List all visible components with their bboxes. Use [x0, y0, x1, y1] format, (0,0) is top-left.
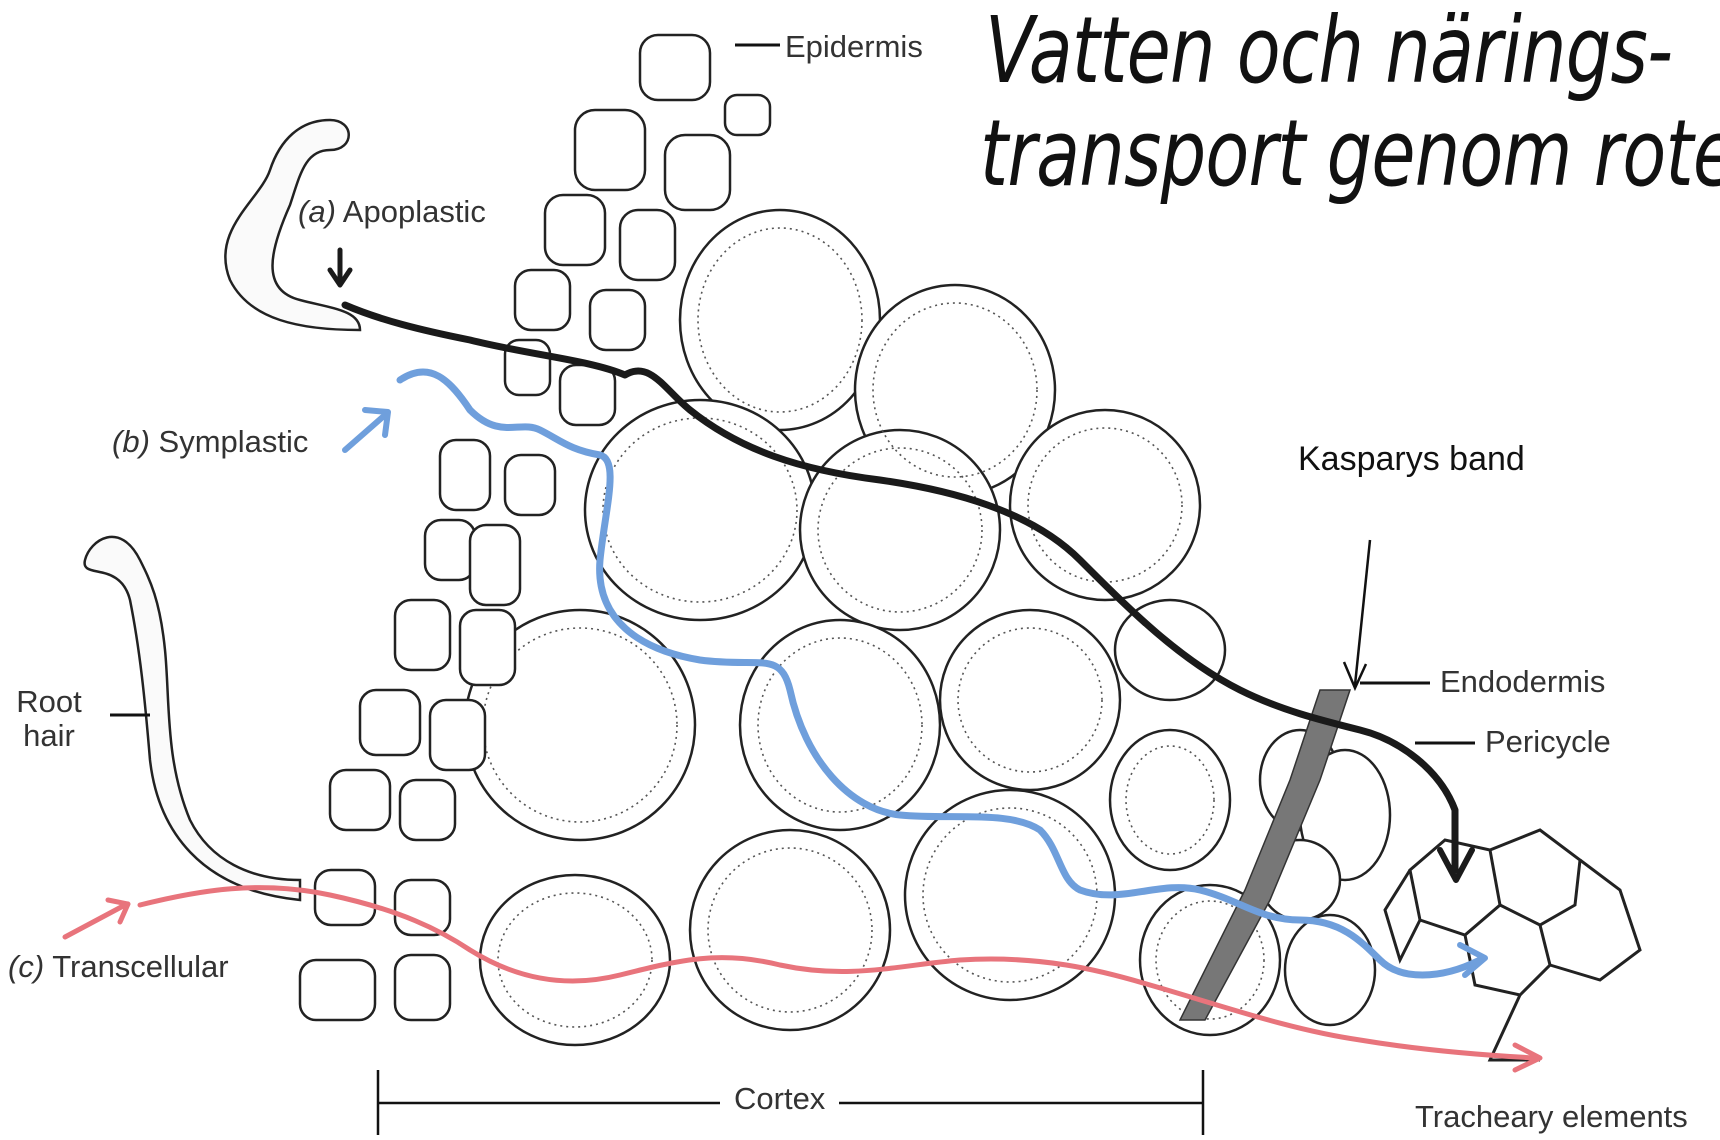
title-line-2: transport genom roten: [980, 108, 1720, 200]
pericycle-label: Pericycle: [1485, 725, 1611, 759]
root-hair-label-line-1: Root: [8, 685, 90, 719]
cortex-cell: [740, 620, 940, 830]
apoplastic-start-arrow: [330, 250, 350, 285]
root-hair-label: Root hair: [8, 685, 90, 753]
cortex-cell: [1110, 730, 1230, 870]
cortex-cell: [690, 830, 890, 1030]
root-hairs: [85, 120, 360, 900]
cortex-cell: [585, 400, 815, 620]
cortex-cell: [680, 210, 880, 430]
apoplastic-label: (a) Apoplastic: [298, 195, 486, 229]
symplastic-label: (b) Symplastic: [112, 425, 308, 459]
transcellular-letter: (c): [8, 949, 44, 984]
title-line-1: Vatten och närings-: [985, 5, 1672, 97]
cortex-cell: [1010, 410, 1200, 600]
cortex-cell: [940, 610, 1120, 790]
symplastic-text: Symplastic: [159, 424, 309, 459]
cortex-cell: [480, 875, 670, 1045]
kasparys-band-pointer: [1355, 540, 1370, 685]
cortex-cell: [1285, 915, 1375, 1025]
transcellular-text: Transcellular: [52, 949, 228, 984]
tracheary-elements-label: Tracheary elements: [1415, 1100, 1688, 1134]
transcellular-label: (c) Transcellular: [8, 950, 229, 984]
endodermis-label: Endodermis: [1440, 665, 1605, 699]
cortex-label: Cortex: [720, 1082, 839, 1116]
cortex-cell: [800, 430, 1000, 630]
cortex-cell: [1115, 600, 1225, 700]
tracheary-cells: [1385, 830, 1640, 1060]
apoplastic-letter: (a): [298, 194, 336, 229]
transcellular-start-arrow: [65, 900, 128, 937]
apoplastic-text: Apoplastic: [343, 194, 486, 229]
root-hair-label-line-2: hair: [8, 719, 90, 753]
symplastic-letter: (b): [112, 424, 150, 459]
symplastic-start-arrow: [345, 410, 388, 450]
kasparys-band-label: Kasparys band: [1298, 440, 1525, 479]
epidermis-label: Epidermis: [785, 30, 923, 64]
